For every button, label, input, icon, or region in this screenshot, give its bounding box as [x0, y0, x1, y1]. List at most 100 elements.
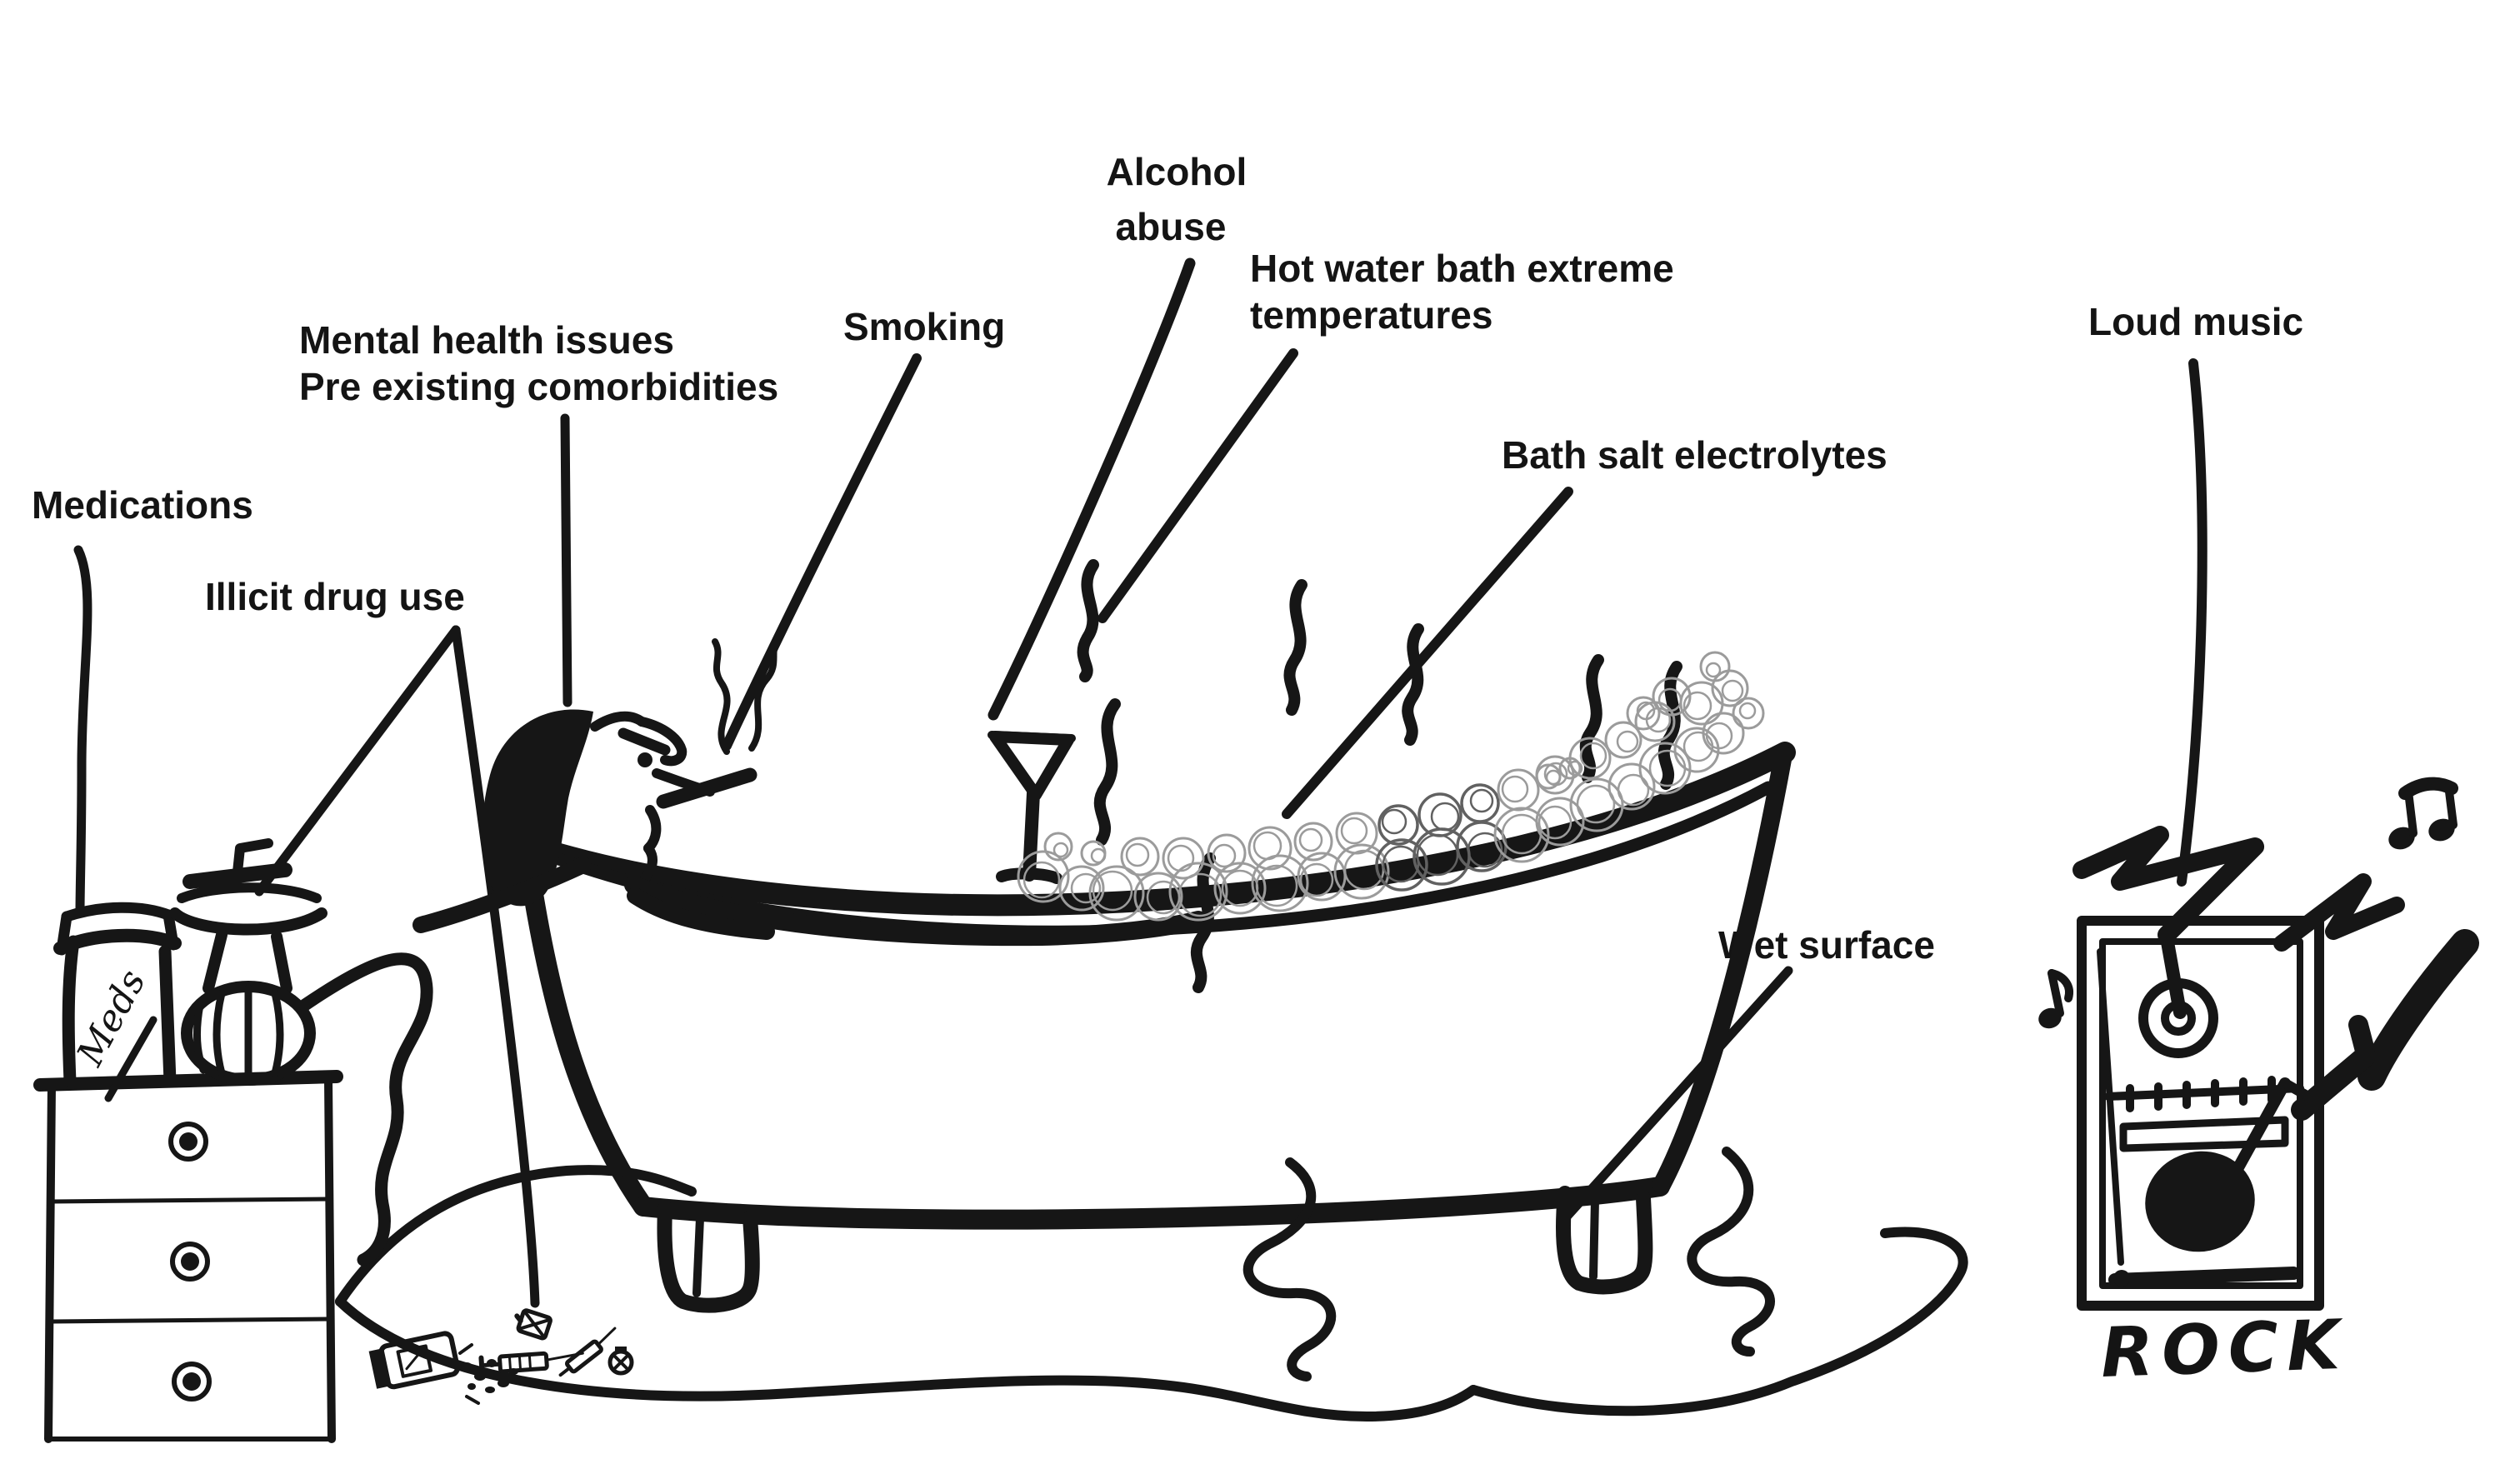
steam-squiggle [1402, 623, 1424, 746]
cigarette-smoke [712, 638, 731, 755]
dresser-left-edge [44, 1081, 56, 1443]
speaker-inner-line [2097, 948, 2124, 1266]
label-bath-salt: Bath salt electrolytes [1502, 433, 1888, 477]
bubble [1090, 847, 1107, 864]
cigarette-icon [656, 767, 758, 809]
bubble [1133, 872, 1183, 922]
bubble [1212, 843, 1237, 868]
label-hot-water-line1: Hot water bath extreme [1250, 247, 1674, 290]
syringe-icon [478, 1351, 584, 1377]
wine-glass-icon [988, 731, 1076, 884]
drawer-knob [170, 1242, 210, 1282]
right-arm-on-rim [624, 876, 1208, 947]
leader-illicit-right [451, 625, 540, 1308]
music-note-icon [2228, 1077, 2313, 1182]
music-note-icon [2388, 777, 2458, 850]
bubble [1538, 805, 1572, 840]
meds-bottle-icon [53, 902, 182, 1102]
label-mental-health-line2: Pre existing comorbidities [299, 365, 778, 408]
label-alcohol-line2: abuse [1116, 205, 1227, 248]
bubble [1705, 662, 1722, 678]
steam-squiggles [1077, 559, 1682, 993]
bubble [1092, 870, 1133, 912]
dresser [33, 1070, 343, 1443]
bubble [1340, 817, 1368, 845]
hookah-plate-dish [169, 907, 328, 936]
bubble [1293, 822, 1333, 862]
bubble [1213, 862, 1267, 915]
lightning-bolt-icon [2273, 873, 2405, 952]
leader-illicit-left [254, 625, 461, 897]
bubble [1738, 702, 1757, 720]
drawer-knob [172, 1362, 212, 1402]
labels: Medications Illicit drug use Mental heal… [32, 150, 2349, 1393]
puddle-outline [1687, 1147, 1775, 1357]
bubble [1178, 872, 1222, 917]
bubble [1378, 804, 1419, 846]
leader-bath-salt [1282, 487, 1573, 819]
dresser-right-edge [324, 1076, 336, 1443]
label-mental-health-line1: Mental health issues [299, 318, 674, 362]
bubble [1535, 763, 1562, 790]
bubble [1497, 768, 1540, 812]
bubble [1617, 773, 1650, 807]
eyebrow [618, 727, 671, 756]
tub-bottom [633, 1177, 1670, 1230]
bubble [1167, 844, 1195, 872]
lightning-bolt-tail [2160, 931, 2187, 1019]
steam-squiggle [1579, 654, 1604, 783]
nose [637, 717, 688, 767]
label-illicit-drug-use: Illicit drug use [205, 575, 465, 618]
leader-alcohol [988, 257, 1196, 721]
control-strip [2104, 1076, 2304, 1152]
bubble [1569, 777, 1624, 832]
label-hot-water-line2: temperatures [1250, 293, 1492, 337]
bubble [1460, 783, 1500, 823]
bubble [1558, 757, 1582, 780]
puddle-outline [335, 1165, 697, 1307]
bubble [1058, 865, 1105, 912]
lightning-bolt-icon [2072, 826, 2264, 944]
bubble [1732, 697, 1765, 730]
bubble-foam [1017, 651, 1765, 922]
bubble [1381, 808, 1408, 835]
label-medications: Medications [32, 483, 253, 527]
bubble [1636, 701, 1656, 721]
hookah-plate-upper [177, 882, 322, 903]
wet-floor-puddles [335, 1147, 1968, 1422]
hookah-neck [271, 931, 292, 994]
drawer-divider [49, 1197, 332, 1204]
bubble [1120, 837, 1160, 877]
puddle-outline [1242, 1157, 1337, 1382]
bubble [1382, 845, 1420, 883]
leader-mental-health [560, 413, 572, 707]
bubble [1248, 826, 1292, 871]
bubble [1467, 832, 1503, 868]
steam-squiggle [1077, 559, 1099, 682]
bubble [1699, 651, 1731, 682]
bubble [1418, 792, 1462, 837]
dresser-top [33, 1070, 343, 1092]
bubble [1088, 865, 1145, 922]
bubble [1711, 669, 1749, 707]
bubble [1493, 807, 1550, 863]
label-meds-bottle: Meds [68, 963, 154, 1073]
woofer [2145, 1151, 2255, 1252]
bubble [1043, 832, 1073, 862]
bubble [1576, 784, 1616, 824]
bubble [1608, 762, 1656, 811]
steam-squiggle [1283, 579, 1308, 716]
drug-vial-icon [514, 1308, 552, 1341]
bubble [1255, 864, 1298, 907]
bubble [1299, 862, 1334, 897]
bubble [1535, 797, 1585, 847]
bubble [1251, 854, 1309, 912]
hookah-stem-top [232, 838, 273, 885]
bubble [1298, 827, 1323, 852]
hookah-base-ribs [193, 984, 284, 1082]
puddle-outline [335, 1297, 1478, 1422]
tub-foot-left [657, 1201, 760, 1313]
bubble [1168, 862, 1228, 922]
leader-wet-surface [1556, 966, 1793, 1228]
bubble [1333, 843, 1390, 900]
